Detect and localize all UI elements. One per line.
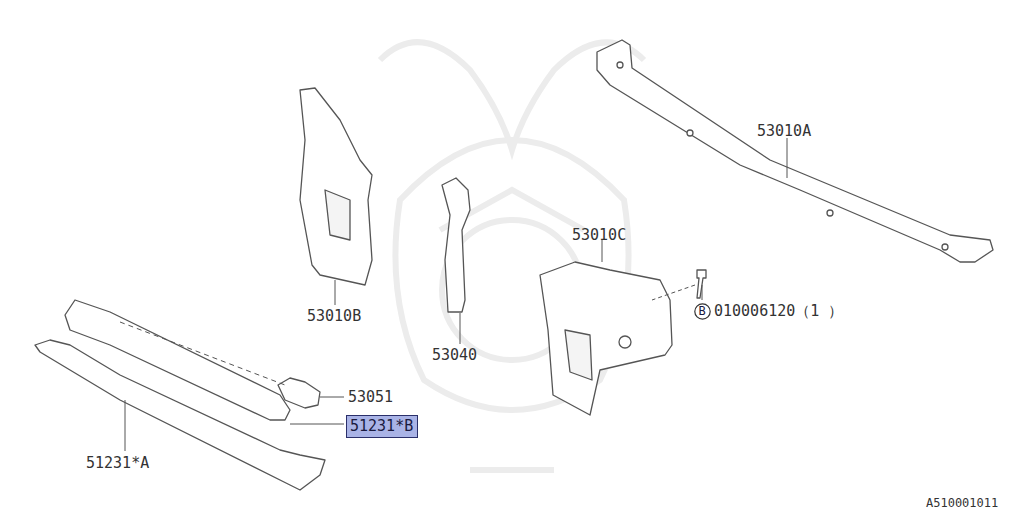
bolt-symbol-circle: B (694, 303, 711, 320)
clip-part (278, 378, 320, 408)
callout-number: 53040 (432, 348, 477, 363)
symbol-letter: B (698, 305, 705, 317)
callout-number: 53010B (307, 309, 361, 324)
leader-lines (120, 138, 787, 451)
callout-number: 53010C (572, 228, 626, 243)
callout-number: 53010A (757, 124, 811, 139)
right-side-panel (540, 262, 672, 415)
callout-number: 51231*B (350, 419, 414, 434)
upper-support-part (597, 40, 993, 262)
cowl-lower-panel (35, 340, 325, 490)
center-stay (442, 178, 470, 312)
callout-number: 51231*A (86, 456, 149, 471)
watermark-helmet (380, 42, 644, 470)
bolt-part-number: 010006120（1 ） (714, 304, 843, 319)
left-side-panel (300, 88, 372, 285)
callout-number: 53051 (348, 390, 393, 405)
diagram-code: A510001011 (926, 497, 998, 509)
highlighted-callout: 51231*B (346, 415, 418, 438)
